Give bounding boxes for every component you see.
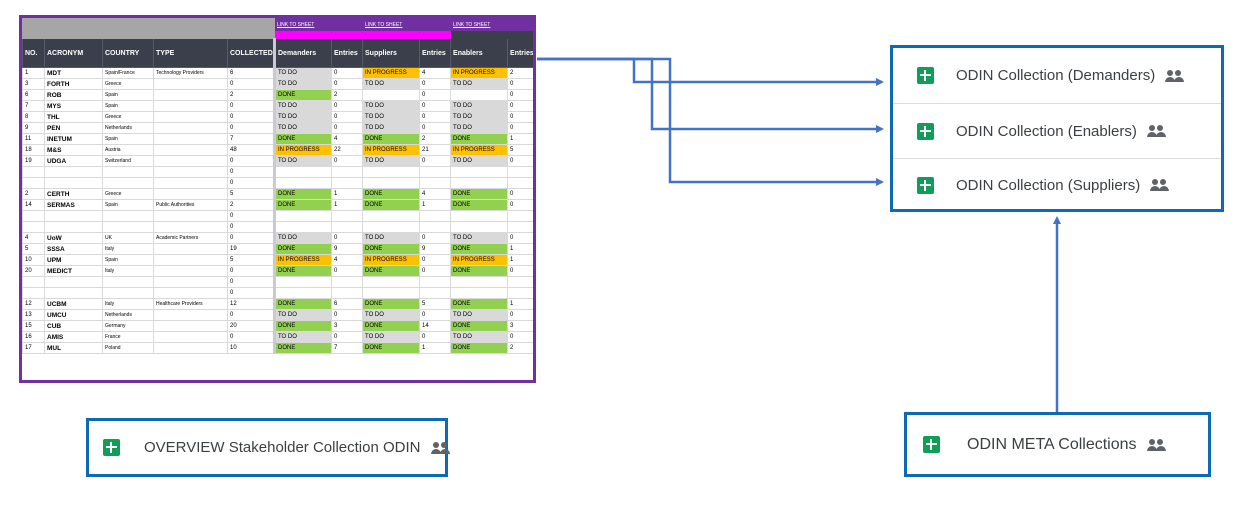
people-icon [1165,69,1185,82]
file-row-meta[interactable]: ODIN META Collections [907,415,1208,474]
table-cell: 4 [419,188,452,200]
status-cell: DONE [450,342,509,354]
file-row-overview[interactable]: OVERVIEW Stakeholder Collection ODIN [89,421,450,474]
people-icon [430,441,451,454]
column-header: COUNTRY [102,38,154,68]
arrow-to-enablers [537,57,884,133]
file-title: ODIN Collection (Suppliers) [956,176,1141,194]
column-header: NO. [22,38,45,68]
column-header: Entries [330,38,364,68]
overview-file-card[interactable]: OVERVIEW Stakeholder Collection ODIN [86,418,450,477]
column-header: TYPE [153,38,228,68]
stakeholder-table: LINK TO SHEET LINK TO SHEET LINK TO SHEE… [22,18,533,354]
people-icon [1146,125,1167,137]
column-header: Entries [507,38,533,68]
file-title: ODIN Collection (Demanders) [956,67,1156,84]
link-to-sheet-demanders[interactable]: LINK TO SHEET [273,18,364,31]
collections-card: ODIN Collection (Demanders) ODIN Collect… [890,45,1224,212]
table-row: 0 [22,166,533,178]
google-sheets-icon [917,67,934,84]
table-cell: 0 [507,199,533,211]
arrow-to-suppliers [537,57,884,186]
people-icon [1146,438,1167,451]
file-title: ODIN META Collections [967,435,1137,453]
status-cell: DONE [273,188,332,200]
column-header: Demanders [273,38,332,68]
people-icon [1150,179,1170,191]
file-row-suppliers[interactable]: ODIN Collection (Suppliers) [893,158,1221,211]
file-row-demanders[interactable]: ODIN Collection (Demanders) [893,48,1221,103]
column-header: COLLECTED [227,38,275,68]
google-sheets-icon [923,436,940,453]
status-cell: DONE [273,89,332,101]
status-cell: DONE [273,265,332,277]
column-header: Suppliers [362,38,421,68]
file-row-enablers[interactable]: ODIN Collection (Enablers) [893,103,1221,158]
status-cell: DONE [273,342,332,354]
google-sheets-icon [917,176,934,194]
table-row: 0 [22,221,533,233]
column-header: Entries [419,38,452,68]
meta-file-card[interactable]: ODIN META Collections [904,412,1211,477]
table-row: 0 [22,287,533,299]
arrow-to-demanders [537,57,884,86]
status-cell: DONE [362,298,421,310]
table-cell: Poland [102,342,154,354]
file-title: ODIN Collection (Enablers) [956,122,1137,140]
overview-spreadsheet-preview: LINK TO SHEET LINK TO SHEET LINK TO SHEE… [19,15,536,383]
table-cell: 2 [507,342,533,354]
table-cell: 7 [330,342,364,354]
table-cell: 1 [419,342,452,354]
status-cell: DONE [362,342,421,354]
file-title: OVERVIEW Stakeholder Collection ODIN [144,439,421,456]
table-row: 0 [22,177,533,189]
google-sheets-icon [917,122,934,140]
google-sheets-icon [103,439,120,456]
column-header: Enablers [450,38,509,68]
